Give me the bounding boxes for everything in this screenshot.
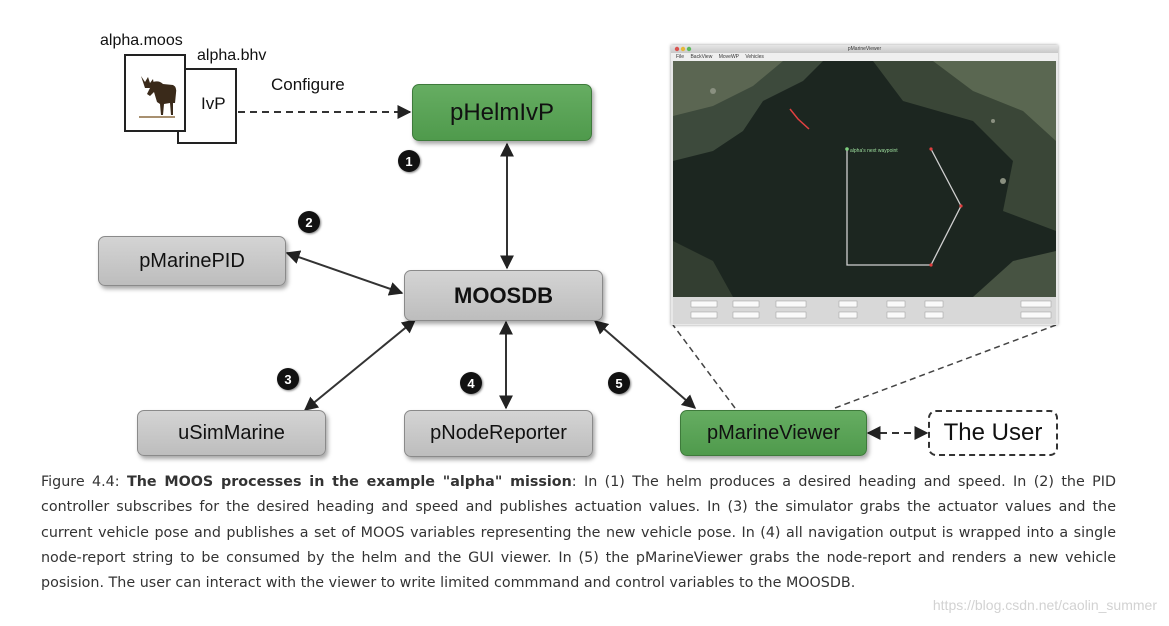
- pid-moosdb-arrow: [285, 250, 404, 296]
- viewer-titlebar: pMarineViewer: [671, 45, 1058, 53]
- moosdb-node: MOOSDB: [404, 270, 603, 321]
- viewer-screenshot: pMarineViewer File BackView MoveWP Vehic…: [671, 45, 1058, 325]
- caption-title: The MOOS processes in the example "alpha…: [126, 474, 572, 490]
- zoom-line-left: [672, 324, 736, 409]
- menu-backview: BackView: [690, 54, 713, 60]
- caption-prefix: Figure 4.4:: [41, 474, 127, 490]
- pmarineviewer-label: pMarineViewer: [706, 421, 841, 444]
- viewer-menubar: File BackView MoveWP Vehicles: [671, 53, 1058, 61]
- status-panel-fields: [690, 300, 1052, 319]
- usimmarine-node: uSimMarine: [137, 410, 326, 456]
- step-badge-1: 1: [398, 150, 420, 172]
- step-badge-5: 5: [608, 372, 630, 394]
- connector-layer: [238, 105, 1057, 440]
- step-badge-4: 4: [460, 372, 482, 394]
- moose-icon: [139, 76, 177, 118]
- zoom-line-right: [834, 324, 1057, 409]
- configure-label: Configure: [271, 75, 345, 94]
- waypoint-label: alpha's next waypoint: [850, 148, 898, 154]
- the-user-label: The User: [943, 419, 1043, 446]
- pnodereporter-node: pNodeReporter: [404, 410, 593, 457]
- figure-caption: Figure 4.4: The MOOS processes in the ex…: [41, 470, 1116, 596]
- window-controls-icon: [674, 46, 692, 52]
- phelmivp-label: pHelmIvP: [449, 98, 555, 126]
- pmarinepid-node: pMarinePID: [98, 236, 286, 286]
- moosdb-label: MOOSDB: [454, 282, 553, 308]
- moosdb-sim-arrow: [303, 319, 417, 411]
- the-user-node: The User: [928, 410, 1058, 456]
- moos-file-icon: [124, 54, 186, 132]
- pnodereporter-label: pNodeReporter: [430, 422, 567, 444]
- watermark: https://blog.csdn.net/caolin_summer: [932, 597, 1157, 613]
- phelmivp-node: pHelmIvP: [412, 84, 592, 141]
- viewer-status-panel: [673, 297, 1056, 324]
- menu-vehicles: Vehicles: [745, 54, 764, 60]
- pmarinepid-label: pMarinePID: [139, 249, 245, 272]
- pmarineviewer-node: pMarineViewer: [680, 410, 867, 456]
- step-badge-3: 3: [277, 368, 299, 390]
- satellite-map-graphic: alpha's next waypoint: [673, 61, 1056, 297]
- moos-file-label: alpha.moos: [100, 32, 183, 49]
- menu-movewp: MoveWP: [718, 54, 739, 60]
- usimmarine-label: uSimMarine: [178, 421, 285, 444]
- moosdb-viewer-arrow: [593, 320, 697, 409]
- satellite-map: alpha's next waypoint: [673, 61, 1056, 297]
- ivp-label: IvP: [201, 94, 226, 113]
- caption-body: : In (1) The helm produces a desired hea…: [41, 474, 1116, 592]
- menu-file: File: [676, 54, 685, 60]
- bhv-file-icon: IvP: [177, 68, 237, 144]
- moos-process-diagram: alpha.moos alpha.bhv IvP Configure pHelm…: [98, 32, 1058, 457]
- step-badge-2: 2: [298, 211, 320, 233]
- bhv-file-label: alpha.bhv: [197, 47, 267, 64]
